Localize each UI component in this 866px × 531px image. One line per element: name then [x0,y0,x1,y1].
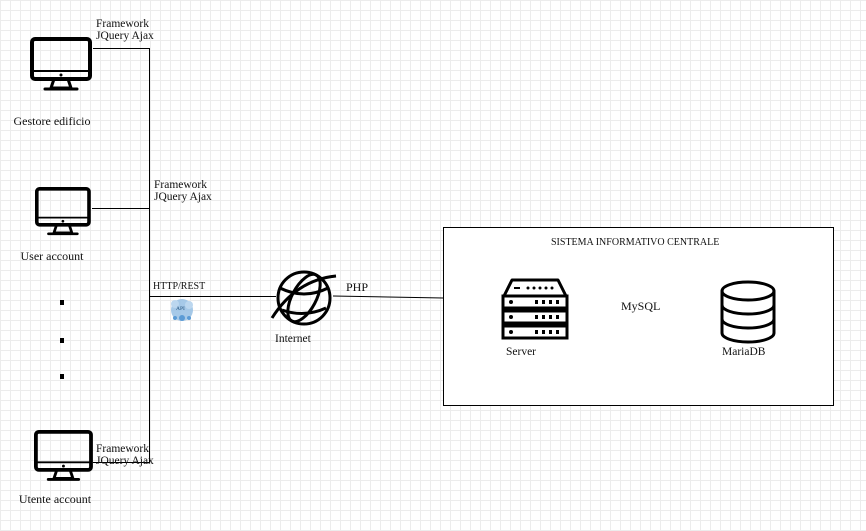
api-icon [171,299,193,321]
ellipsis-dot [60,300,64,305]
internet-label: Internet [275,333,311,345]
client-label-gestore: Gestore edificio [13,114,91,128]
system-title: SISTEMA INFORMATIVO CENTRALE [551,237,720,248]
central-system-box [443,227,834,406]
http-rest-label: HTTP/REST [153,281,206,292]
monitor-icon [34,430,93,481]
monitor-icon [30,37,92,91]
tech-framework-text: Framework [96,443,150,455]
tech-label-gestore: Framework JQuery Ajax [96,18,154,42]
php-label: PHP [346,280,369,294]
mysql-label: MySQL [621,299,661,313]
server-label: Server [506,346,537,358]
connector-internet-system [332,295,444,299]
ellipsis-dot [60,338,64,343]
tech-framework-text: Framework [96,18,150,30]
client-label-user: User account [20,249,84,263]
tech-label-user: Framework JQuery Ajax [154,179,212,203]
monitor-icon [35,187,91,236]
api-badge-label: API [176,306,185,312]
client-label-utente: Utente account [18,492,92,506]
tech-jquery-text: JQuery Ajax [154,191,212,203]
tech-label-utente: Framework JQuery Ajax [96,443,154,467]
database-icon [720,280,776,344]
db-label: MariaDB [722,346,766,358]
server-icon [501,278,569,340]
ellipsis-dot [60,374,64,379]
tech-framework-text: Framework [154,179,208,191]
globe-icon [270,270,337,326]
tech-jquery-text: JQuery Ajax [96,30,154,42]
tech-jquery-text: JQuery Ajax [96,455,154,467]
